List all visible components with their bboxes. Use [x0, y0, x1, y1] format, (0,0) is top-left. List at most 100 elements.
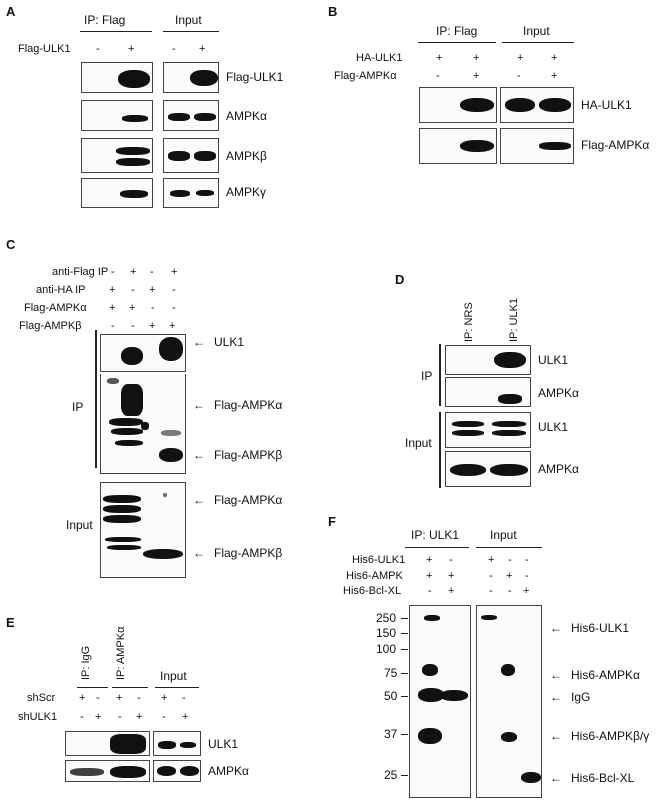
- panel-a-blot-ip-3: [81, 138, 153, 173]
- panel-e-blot-input-2: [153, 760, 201, 782]
- panel-a-sign: +: [128, 43, 135, 55]
- panel-f-arrow: ←: [550, 668, 562, 682]
- panel-d-blot-4: [445, 451, 531, 487]
- panel-e-sign: -: [118, 711, 122, 723]
- panel-c-sign: -: [111, 320, 115, 332]
- panel-a-band-label: AMPKα: [226, 109, 267, 123]
- panel-a-band-label: AMPKγ: [226, 185, 267, 199]
- panel-a-sign: +: [199, 43, 206, 55]
- panel-c-arrow: ←: [193, 546, 205, 560]
- panel-d-input-bracket: [439, 412, 441, 488]
- panel-c-sign: +: [109, 284, 116, 296]
- panel-e-row-label: shScr: [27, 692, 56, 704]
- panel-e-sign: -: [80, 711, 84, 723]
- panel-c-letter: C: [6, 237, 16, 252]
- panel-f-sign: -: [449, 554, 453, 566]
- panel-c-arrow: ←: [193, 398, 205, 412]
- panel-c-arrow: ←: [193, 493, 205, 507]
- panel-f-sign: +: [448, 570, 455, 582]
- panel-e-sign: +: [136, 711, 143, 723]
- panel-a-letter: A: [6, 4, 16, 19]
- panel-b-ip-header: IP: Flag: [436, 24, 478, 38]
- panel-f-arrow-label: His6-Bcl-XL: [571, 771, 635, 785]
- panel-e-igg-underline: [77, 687, 108, 688]
- panel-e-sign: -: [162, 711, 166, 723]
- panel-e-sign: +: [116, 692, 123, 704]
- mw-tick: [401, 734, 408, 735]
- panel-f-sign: +: [523, 585, 530, 597]
- panel-e-lane-label: IP: IgG: [80, 645, 92, 680]
- panel-c-sign: -: [172, 284, 176, 296]
- panel-b-sign: +: [473, 70, 480, 82]
- panel-f-arrow: ←: [550, 690, 562, 704]
- panel-e-input-underline: [155, 687, 199, 688]
- panel-e-sign: +: [95, 711, 102, 723]
- panel-b-row-label: HA-ULK1: [356, 52, 403, 64]
- panel-c-sign: -: [111, 266, 115, 278]
- mw-marker: 50: [384, 689, 398, 703]
- panel-e-band-label: ULK1: [208, 737, 239, 751]
- panel-c-sign: -: [172, 302, 176, 314]
- panel-c-row-label: anti-HA IP: [36, 284, 86, 296]
- panel-c-sign: +: [109, 302, 116, 314]
- panel-b-sign: -: [517, 70, 521, 82]
- panel-f-blot-input: [476, 605, 542, 798]
- panel-d-band-label: ULK1: [538, 353, 569, 367]
- mw-marker: 150: [376, 626, 397, 640]
- panel-f-letter: F: [328, 514, 336, 529]
- panel-c-row-label: anti-Flag IP: [52, 266, 109, 278]
- panel-b-input-header: Input: [523, 24, 550, 38]
- panel-f-sign: +: [506, 570, 513, 582]
- panel-a-blot-input-4: [163, 178, 219, 208]
- panel-c-sign: -: [131, 284, 135, 296]
- mw-tick: [401, 696, 408, 697]
- panel-a-blot-ip-1: [81, 62, 153, 93]
- panel-e-blot-ip-1: [65, 731, 150, 756]
- panel-f-row-label: His6-AMPK: [346, 570, 403, 582]
- panel-c-arrow-label: Flag-AMPKα: [214, 398, 283, 412]
- panel-f-arrow-label: His6-AMPKβ/γ: [571, 729, 650, 743]
- mw-tick: [401, 618, 408, 619]
- panel-e-sign: +: [79, 692, 86, 704]
- panel-c-arrow-label: Flag-AMPKα: [214, 493, 283, 507]
- mw-tick: [401, 775, 408, 776]
- panel-f-row-label: His6-ULK1: [352, 554, 406, 566]
- panel-e-input-header: Input: [160, 669, 187, 683]
- panel-f-sign: -: [489, 585, 493, 597]
- mw-marker: 25: [384, 768, 398, 782]
- panel-a-blot-ip-2: [81, 100, 153, 131]
- panel-c-ip-bracket: [95, 330, 97, 468]
- panel-e-sign: +: [182, 711, 189, 723]
- panel-a-blot-input-1: [163, 62, 219, 93]
- panel-c-sign: +: [169, 320, 176, 332]
- panel-f-sign: -: [525, 570, 529, 582]
- mw-marker: 100: [376, 642, 397, 656]
- panel-d-lane-label: IP: NRS: [463, 302, 475, 342]
- panel-f-arrow-label: IgG: [571, 690, 591, 704]
- panel-f-ip-header: IP: ULK1: [411, 528, 460, 542]
- panel-d-ip-bracket: [439, 344, 441, 406]
- panel-d-blot-1: [445, 345, 531, 375]
- panel-e-row-label: shULK1: [18, 711, 58, 723]
- panel-c-row-label: Flag-AMPKα: [24, 302, 87, 314]
- panel-e-sign: -: [96, 692, 100, 704]
- panel-b-blot-ip-1: [419, 87, 497, 123]
- panel-a-sign: -: [96, 43, 100, 55]
- panel-b-sign: -: [436, 70, 440, 82]
- mw-marker: 250: [376, 611, 397, 625]
- panel-b-sign: +: [473, 52, 480, 64]
- mw-marker: 75: [384, 666, 398, 680]
- panel-b-sign: +: [517, 52, 524, 64]
- panel-a-ip-underline: [80, 31, 152, 32]
- mw-marker: 37: [384, 727, 398, 741]
- panel-b-letter: B: [328, 4, 338, 19]
- panel-e-sign: +: [161, 692, 168, 704]
- panel-f-input-underline: [476, 547, 542, 548]
- panel-f-input-header: Input: [490, 528, 517, 542]
- panel-d-band-label: AMPKα: [538, 462, 579, 476]
- panel-c-input-label: Input: [66, 518, 93, 532]
- panel-f-arrow: ←: [550, 771, 562, 785]
- panel-d-lane-label: IP: ULK1: [508, 297, 520, 342]
- panel-c-sign: +: [130, 266, 137, 278]
- panel-c-row-label: Flag-AMPKβ: [19, 320, 82, 332]
